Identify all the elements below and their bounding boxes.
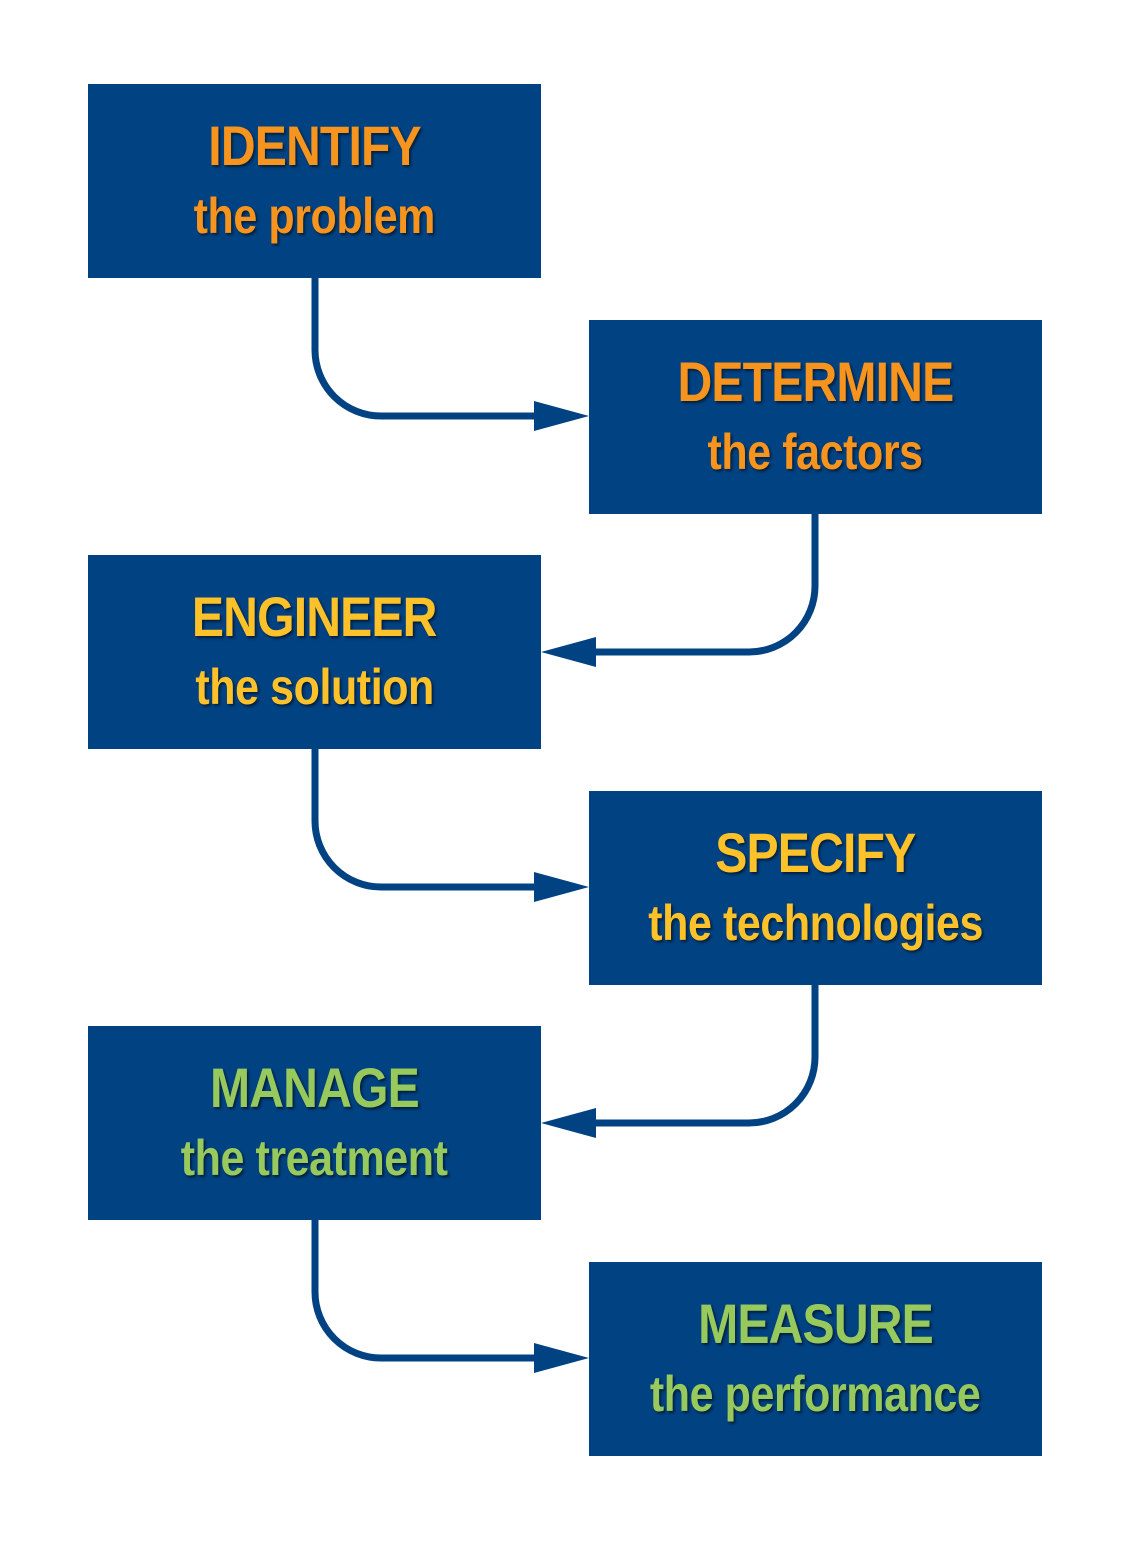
step-measure-box: MEASURE the performance — [589, 1262, 1042, 1456]
step-determine-box: DETERMINE the factors — [589, 320, 1042, 514]
step-identify-object: the problem — [193, 188, 436, 244]
step-measure-object: the performance — [650, 1366, 981, 1422]
connector-determine-to-engineer — [585, 514, 819, 656]
connector-engineer-to-specify — [311, 749, 545, 891]
arrowhead-engineer — [541, 637, 596, 667]
step-measure-verb: MEASURE — [698, 1292, 934, 1355]
arrowhead-measure — [534, 1343, 589, 1373]
step-manage-box: MANAGE the treatment — [88, 1026, 541, 1220]
arrowhead-determine — [534, 401, 589, 431]
connector-specify-to-manage — [585, 985, 819, 1127]
step-manage-verb: MANAGE — [210, 1056, 420, 1119]
step-engineer-box: ENGINEER the solution — [88, 555, 541, 749]
connector-manage-to-measure — [311, 1220, 545, 1362]
step-specify-verb: SPECIFY — [715, 821, 916, 884]
step-specify-object: the technologies — [648, 895, 983, 951]
arrowhead-specify — [534, 872, 589, 902]
step-determine-verb: DETERMINE — [677, 350, 955, 413]
step-engineer-verb: ENGINEER — [192, 585, 438, 648]
step-manage-object: the treatment — [181, 1130, 448, 1186]
step-engineer-object: the solution — [195, 659, 434, 715]
arrowhead-manage — [541, 1108, 596, 1138]
step-identify-box: IDENTIFY the problem — [88, 84, 541, 278]
step-determine-object: the factors — [707, 424, 924, 480]
step-identify-verb: IDENTIFY — [208, 114, 421, 177]
step-specify-box: SPECIFY the technologies — [589, 791, 1042, 985]
connector-identify-to-determine — [311, 278, 545, 420]
